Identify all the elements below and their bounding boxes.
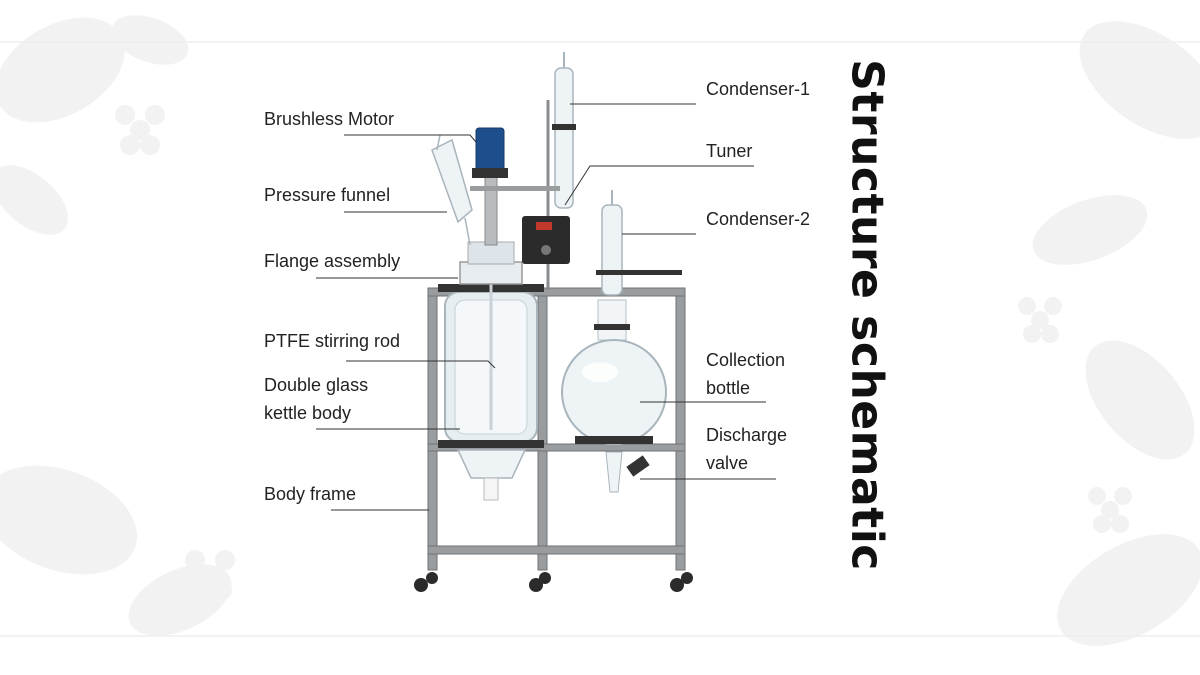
label-body-frame: Body frame [264, 484, 357, 504]
label-tuner: Tuner [706, 141, 753, 161]
pressure-funnel-drawing [431, 134, 473, 246]
condenser-2-drawing [594, 190, 682, 341]
label-discharge-2: valve [706, 453, 749, 473]
label-ptfe-stirring-rod: PTFE stirring rod [264, 331, 401, 351]
page-title: Structure schematic [841, 59, 893, 571]
label-double-glass-1: Double glass [264, 375, 369, 395]
label-condenser-1: Condenser-1 [706, 79, 811, 99]
label-flange-assembly: Flange assembly [264, 251, 401, 271]
condenser-1-drawing [470, 52, 576, 290]
kettle-drawing [438, 215, 544, 501]
tuner-drawing [522, 216, 570, 264]
collection-bottle-drawing [561, 339, 667, 493]
label-collection-1: Collection [706, 350, 786, 370]
label-collection-2: bottle [706, 378, 751, 398]
label-brushless-motor: Brushless Motor [264, 109, 395, 129]
label-pressure-funnel: Pressure funnel [264, 185, 391, 205]
label-double-glass-2: kettle body [264, 403, 352, 423]
label-condenser-2: Condenser-2 [706, 209, 811, 229]
label-discharge-1: Discharge [706, 425, 788, 445]
